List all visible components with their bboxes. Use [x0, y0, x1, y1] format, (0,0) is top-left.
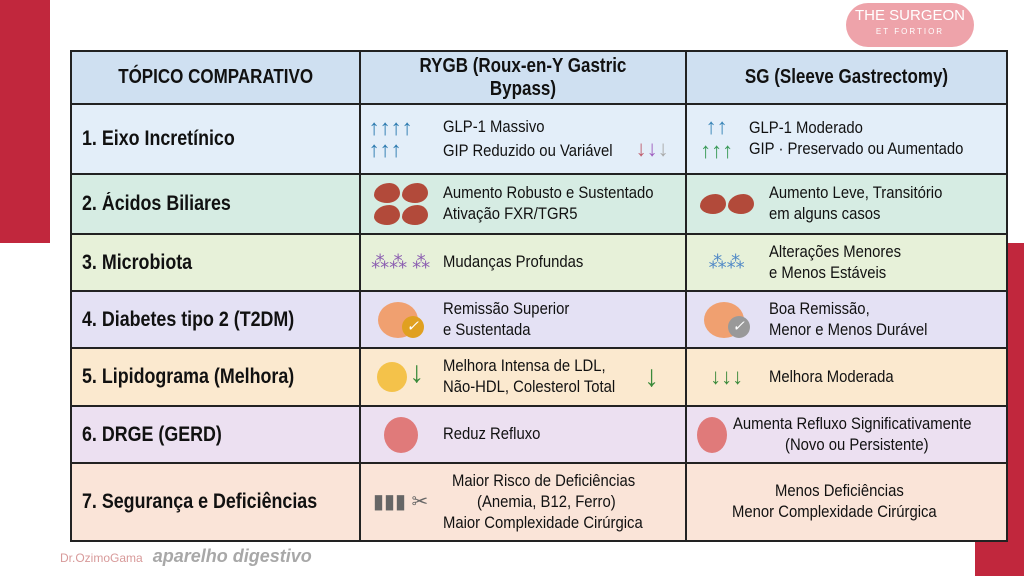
table-row: 3. Microbiota ⁂⁂ ⁂ Mudanças Profundas ⁂⁂ A…	[70, 233, 1008, 292]
stomach-icon	[369, 416, 433, 453]
topic-cell: 7. Segurança e Deficiências	[70, 462, 361, 542]
topic-cell: 6. DRGE (GERD)	[70, 405, 361, 464]
cell-line: Remissão Superior	[442, 299, 569, 318]
cell-line: e Menos Estáveis	[768, 263, 886, 282]
cell-line: Boa Remissão,	[768, 299, 870, 318]
table-row: 4. Diabetes tipo 2 (T2DM) ✓ Remissão Supe…	[70, 290, 1008, 349]
cell-line: Maior Complexidade Cirúrgica	[442, 513, 643, 532]
arrows-up-icon: ↑↑↑↑ ↑↑↑	[368, 115, 413, 162]
cell-line: Mudanças Profundas	[442, 253, 583, 271]
cell-line: (Novo ou Persistente)	[785, 435, 929, 454]
stomach-icon	[695, 416, 729, 453]
cell-line: Aumento Leve, Transitório	[768, 184, 942, 202]
arrows-up-icon: ↑↑↑↑↑	[700, 114, 734, 163]
cell-line: Reduz Refluxo	[442, 425, 541, 443]
cell-line: GLP-1 Massivo	[442, 117, 545, 136]
topic-cell: 5. Lipidograma (Melhora)	[70, 347, 361, 407]
comparison-table: TÓPICO COMPARATIVO RYGB (Roux-en-Y Gastr…	[70, 50, 1008, 542]
cell-line: Maior Risco de Deficiências	[451, 471, 636, 490]
arrow-down-icon: ↓	[644, 360, 660, 393]
header-row: TÓPICO COMPARATIVO RYGB (Roux-en-Y Gastr…	[70, 50, 1008, 105]
cell-line: Ativação FXR/TGR5	[442, 205, 578, 223]
pancreas-check-icon: ✓	[369, 301, 433, 338]
header-sg: SG (Sleeve Gastrectomy)	[684, 50, 1008, 105]
header-topic: TÓPICO COMPARATIVO	[70, 50, 361, 105]
vitamins-scissors-icon: ▮▮▮ ✂	[372, 490, 429, 513]
cell-line: Melhora Intensa de LDL,	[442, 357, 606, 375]
liver-icon	[695, 194, 759, 214]
table-row: 6. DRGE (GERD) Reduz Refluxo Aumenta Ref…	[70, 405, 1008, 464]
cell-line: Menor Complexidade Cirúrgica	[732, 503, 938, 521]
cell-line: GIP · Preservado ou Aumentado	[748, 140, 963, 158]
topic-cell: 2. Ácidos Biliares	[70, 173, 361, 235]
left-red-bar	[0, 0, 50, 243]
arrows-down-icon: ↓	[635, 135, 647, 161]
bacteria-icon: ⁂⁂	[708, 252, 745, 272]
topic-cell: 4. Diabetes tipo 2 (T2DM)	[70, 290, 361, 349]
cell-line: GLP-1 Moderado	[748, 119, 863, 137]
arrows-down-icon: ↓↓↓	[710, 364, 744, 389]
cell-line: Aumenta Refluxo Significativamente	[732, 414, 972, 433]
table-row: 1. Eixo Incretínico ↑↑↑↑ ↑↑↑ GLP-1 Massiv…	[70, 103, 1008, 175]
cell-line: Menor e Menos Durável	[768, 320, 928, 339]
pancreas-check-icon: ✓	[695, 301, 759, 338]
header-rygb: RYGB (Roux-en-Y Gastric Bypass)	[358, 50, 687, 105]
fat-down-icon: ↓	[369, 358, 433, 392]
table-row: 7. Segurança e Deficiências ▮▮▮ ✂ Maior R…	[70, 462, 1008, 542]
cell-line: Melhora Moderada	[768, 367, 894, 386]
table-row: 5. Lipidograma (Melhora) ↓ Melhora Intens…	[70, 347, 1008, 407]
cell-line: Aumento Robusto e Sustentado	[442, 184, 654, 202]
cell-line: e Sustentada	[442, 320, 531, 339]
table-row: 2. Ácidos Biliares Aumento Robusto e Sus…	[70, 173, 1008, 235]
topic-cell: 3. Microbiota	[70, 233, 361, 292]
cell-line: Menos Deficiências	[774, 482, 904, 500]
bacteria-icon: ⁂⁂ ⁂	[371, 252, 431, 272]
liver-icon	[369, 183, 433, 225]
cell-line: (Anemia, B12, Ferro)	[476, 492, 616, 511]
cell-line: GIP Reduzido ou Variável	[442, 141, 613, 160]
cell-line: em alguns casos	[768, 205, 881, 223]
cell-line: Alterações Menores	[768, 242, 901, 261]
cell-line: Não-HDL, Colesterol Total	[442, 378, 615, 396]
topic-cell: 1. Eixo Incretínico	[70, 103, 361, 175]
